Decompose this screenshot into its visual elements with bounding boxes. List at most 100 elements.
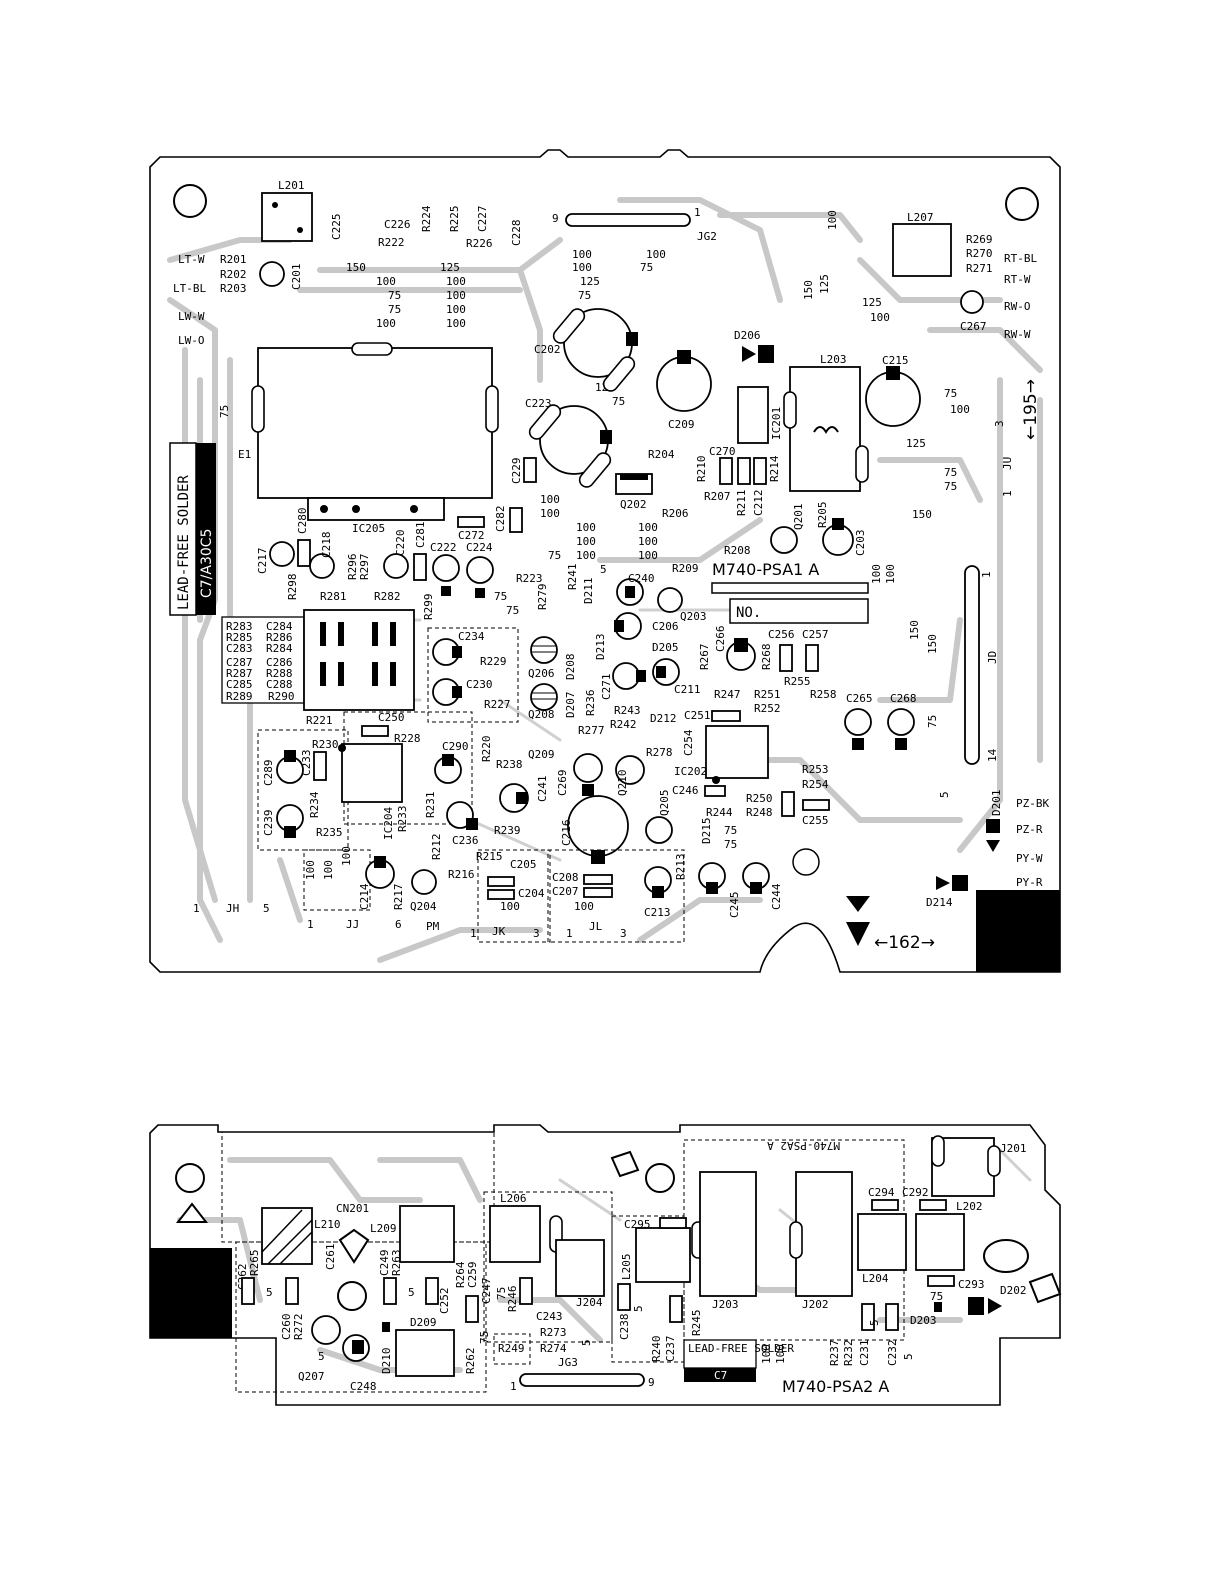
label-r241: R241: [566, 564, 579, 591]
svg-text:100: 100: [572, 248, 592, 261]
svg-text:100: 100: [446, 289, 466, 302]
label-c211: C211: [674, 683, 701, 696]
label-c270: C270: [709, 445, 736, 458]
label-r205: R205: [816, 502, 829, 529]
label-r251: R251: [754, 688, 781, 701]
label-c222: C222: [430, 541, 457, 554]
label-r282: R282: [374, 590, 401, 603]
svg-text:75: 75: [640, 261, 653, 274]
svg-text:150: 150: [802, 280, 815, 300]
label-c202: C202: [534, 343, 561, 356]
svg-text:125: 125: [580, 275, 600, 288]
label-r270: R270: [966, 247, 993, 260]
label-c251: C251: [684, 709, 711, 722]
label-ic205: IC205: [352, 522, 385, 535]
ic-ic205: [307, 497, 445, 521]
label-q204: Q204: [410, 900, 437, 913]
svg-text:125: 125: [818, 274, 831, 294]
label-r211: R211: [735, 490, 748, 517]
label-r246: R246: [506, 1286, 519, 1313]
svg-text:5: 5: [600, 563, 607, 576]
svg-text:100: 100: [870, 311, 890, 324]
lead-free-label: LEAD-FREE SOLDER: [176, 475, 192, 610]
label-r212: R212: [430, 834, 443, 861]
capacitor-c217: [269, 541, 295, 567]
trace-value: 100: [760, 1344, 773, 1364]
label-jg3-pin9: 9: [648, 1376, 655, 1389]
label-r279: R279: [536, 584, 549, 611]
trace-value: 5: [868, 1319, 881, 1326]
connector-rw-o: RW-O: [1004, 300, 1031, 313]
board-a-name: M740-PSA1 A: [712, 560, 819, 579]
label-c226: C226: [384, 218, 411, 231]
inductor-l210: [261, 1207, 313, 1265]
diode-d214: [936, 876, 950, 890]
fiducial-marker: [1028, 1272, 1062, 1304]
label-r265: R265: [248, 1250, 261, 1277]
label-c284: C284: [266, 620, 293, 633]
trace-value: 5: [408, 1286, 415, 1299]
label-c272: C272: [458, 529, 485, 542]
transistor-q201: [770, 526, 798, 554]
label-r277: R277: [578, 724, 605, 737]
header-jl-pin3: 3: [620, 927, 627, 940]
header-jk-pin1: 1: [470, 927, 477, 940]
label-c261: C261: [324, 1244, 337, 1271]
black-marker-b: [150, 1248, 232, 1338]
svg-text:125: 125: [862, 296, 882, 309]
label-c240: C240: [628, 572, 655, 585]
label-c244: C244: [770, 883, 783, 910]
label-l201: L201: [278, 179, 305, 192]
label-r287: R287: [226, 667, 253, 680]
label-r204: R204: [648, 448, 675, 461]
svg-text:75: 75: [218, 405, 231, 418]
label-c245: C245: [728, 892, 741, 919]
label-c239: C239: [262, 810, 275, 837]
label-r230: R230: [312, 738, 339, 751]
jack-j202: [795, 1171, 853, 1297]
label-r229: R229: [480, 655, 507, 668]
label-c257: C257: [802, 628, 829, 641]
label-l209: L209: [370, 1222, 397, 1235]
label-l207: L207: [907, 211, 934, 224]
serial-number-label: NO.: [736, 605, 761, 621]
label-r207: R207: [704, 490, 731, 503]
label-r243: R243: [614, 704, 641, 717]
label-r273: R273: [540, 1326, 567, 1339]
svg-text:100: 100: [572, 261, 592, 274]
label-r203: R203: [220, 282, 247, 295]
label-jd-pin1: 1: [980, 571, 993, 578]
label-c231: C231: [858, 1340, 871, 1367]
label-r236: R236: [584, 690, 597, 717]
label-r222: R222: [378, 236, 405, 249]
diode-d202-pad: [968, 1297, 984, 1315]
label-r269: R269: [966, 233, 993, 246]
label-r283: R283: [226, 620, 253, 633]
label-c201: C201: [290, 264, 303, 291]
header-jl: JL: [589, 920, 603, 933]
transistor-q205: [645, 816, 673, 844]
label-c214: C214: [358, 883, 371, 910]
label-c292: C292: [902, 1186, 929, 1199]
label-c295: C295: [624, 1218, 651, 1231]
label-jg2-pin1: 1: [694, 206, 701, 219]
svg-text:100: 100: [576, 535, 596, 548]
connector-lt-bl: LT-BL: [173, 282, 206, 295]
label-c255: C255: [802, 814, 829, 827]
label-r297: R297: [358, 554, 371, 581]
label-r226: R226: [466, 237, 493, 250]
label-c223: C223: [525, 397, 552, 410]
label-r234: R234: [308, 791, 321, 818]
label-r254: R254: [802, 778, 829, 791]
header-jh: JH: [226, 902, 239, 915]
label-r268: R268: [760, 644, 773, 671]
label-j202: J202: [802, 1298, 829, 1311]
label-c238: C238: [618, 1314, 631, 1341]
mounting-hole: [173, 184, 207, 218]
label-l206: L206: [500, 1192, 527, 1205]
label-c229: C229: [510, 458, 523, 485]
svg-text:100: 100: [950, 403, 970, 416]
svg-text:100: 100: [638, 535, 658, 548]
label-d214: D214: [926, 896, 953, 909]
